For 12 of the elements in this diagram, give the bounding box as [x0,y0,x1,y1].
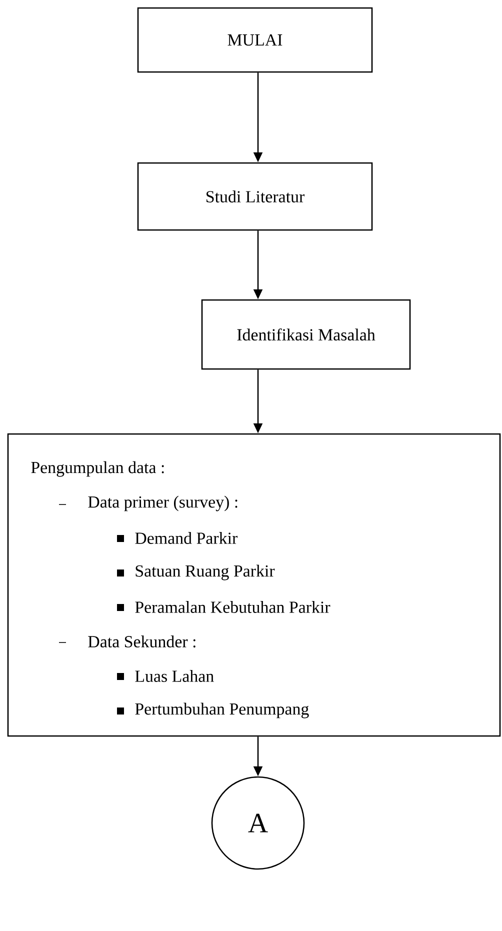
list-text: Satuan Ruang Parkir [136,564,275,580]
list-text: Data Sekunder : [88,636,196,648]
list-text: Peramalan Kebutuhan Parkir [135,601,330,613]
process-box: MULAI [137,7,373,73]
process-box: Studi Literatur [137,162,373,231]
content-box [7,433,501,737]
list-text: Pengumpulan data : [31,461,164,477]
list-text: Demand Parkir [135,532,238,544]
list-text: Data primer (survey) : [88,496,238,512]
list-text: Pertumbuhan Penumpang [135,702,309,718]
list-text: Luas Lahan [135,670,214,682]
process-box: Identifikasi Masalah [201,299,411,370]
